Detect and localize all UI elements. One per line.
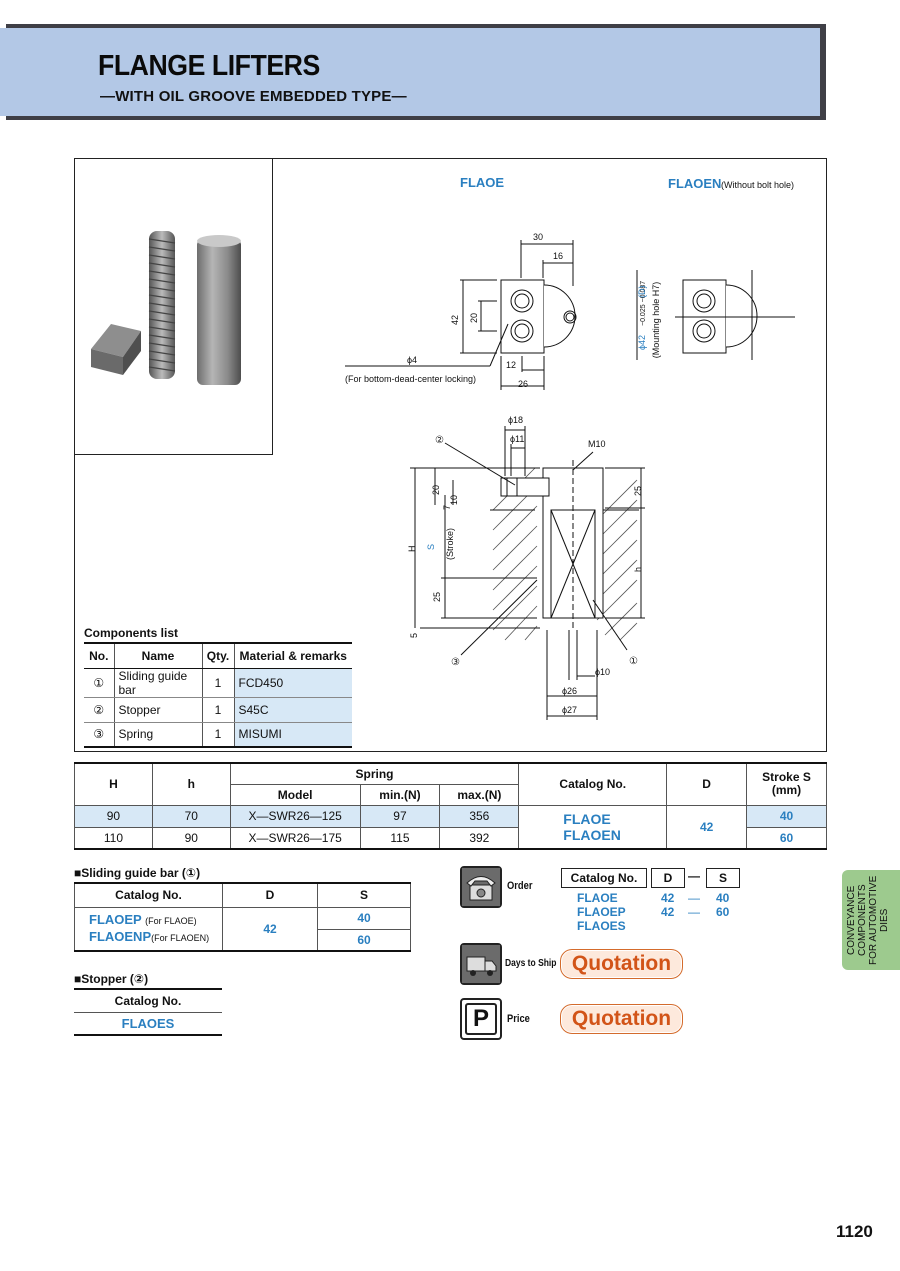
comp-header-name: Name: [114, 642, 203, 669]
callout-1: ①: [629, 656, 638, 667]
spec-header-catalog: Catalog No.: [518, 762, 668, 806]
order-row-1-cat: FLAOE: [577, 891, 618, 905]
header-band: [0, 28, 820, 116]
label-flaoen: FLAOEN: [668, 176, 721, 191]
spec-header-stroke: Stroke S(mm): [746, 762, 827, 806]
spec-table: H h Spring Catalog No. D Stroke S(mm) Mo…: [74, 762, 827, 850]
comp-header-qty: Qty.: [202, 642, 235, 669]
price-icon: P: [460, 998, 502, 1040]
order-row-2-dash: —: [688, 905, 700, 919]
order-row-2-cat: FLAOEP: [577, 905, 626, 919]
comp-header-material: Material & remarks: [234, 642, 352, 669]
dim-20: 20: [469, 313, 479, 323]
dim-25a: 25: [633, 486, 643, 496]
order-dash: —: [688, 869, 700, 883]
callout-3: ③: [451, 657, 460, 668]
order-row-1-dash: —: [688, 891, 700, 905]
mounting-D: (D): [637, 286, 647, 299]
note-bottom-dead-center: (For bottom-dead-center locking): [345, 374, 476, 384]
side-tab: [842, 870, 900, 970]
product-photo: [40, 159, 272, 454]
days-to-ship-quotation: Quotation: [560, 949, 683, 979]
dim-S: S: [426, 544, 436, 550]
mounting-dim: ϕ42: [637, 335, 647, 350]
spec-header-min: min.(N): [359, 783, 441, 806]
table-row: 110 90 X—SWR26—175 115 392 60: [74, 826, 827, 850]
table-row: ② Stopper 1 S45C: [84, 697, 352, 723]
phone-icon: [460, 866, 502, 908]
page-number: 1120: [836, 1222, 873, 1241]
dim-42: 42: [450, 315, 460, 325]
technical-drawing: FLAOE FLAOEN (Without bolt hole) 30 16 4…: [345, 175, 795, 720]
dim-phi10: ϕ10: [595, 667, 610, 677]
order-box-S: S: [706, 868, 740, 888]
dim-10: 10: [449, 495, 459, 505]
spec-catalog: FLAOE FLAOEN: [518, 804, 668, 850]
order-row-1-D: 42: [661, 891, 675, 905]
order-box-D: D: [651, 868, 685, 888]
spec-header-spring: Spring: [229, 762, 520, 785]
truck-icon: [460, 943, 502, 985]
order-row-3-cat: FLAOES: [577, 919, 626, 933]
dim-h: h: [633, 567, 643, 572]
dim-phi4: ϕ4: [407, 355, 417, 365]
spec-header-D: D: [666, 762, 748, 806]
order-box-catalog: Catalog No.: [561, 868, 647, 888]
mounting-hole-note: (Mounting hole H7): [651, 282, 661, 359]
label-flaoe: FLAOE: [460, 175, 504, 190]
dim-30: 30: [533, 232, 543, 242]
dim-7: 7: [442, 505, 452, 510]
dim-20b: 20: [431, 485, 441, 495]
dim-m10: M10: [588, 439, 606, 449]
dim-26: 26: [518, 379, 528, 389]
mounting-tol: −0.025 −0.087: [640, 281, 647, 326]
dim-phi18: ϕ18: [508, 415, 523, 425]
callout-2: ②: [435, 435, 444, 446]
dim-5: 5: [409, 633, 419, 638]
dim-H: H: [407, 546, 417, 553]
dim-phi11: ϕ11: [510, 434, 524, 444]
page-subtitle: —WITH OIL GROOVE EMBEDDED TYPE—: [100, 88, 407, 105]
spec-header-h: h: [151, 762, 231, 806]
table-row: ③ Spring 1 MISUMI: [84, 722, 352, 748]
table-row: 90 70 X—SWR26—125 97 356 FLAOE FLAOEN 42…: [74, 804, 827, 850]
comp-header-no: No.: [84, 642, 115, 669]
dim-stroke: (Stroke): [445, 528, 455, 560]
stopper-table: Catalog No. FLAOES: [74, 988, 222, 1036]
dim-16: 16: [553, 251, 563, 261]
guide-bar-title: ■Sliding guide bar (①): [74, 866, 201, 880]
product-photo-frame: [40, 158, 273, 455]
spec-header-H: H: [74, 762, 153, 806]
drawing-frame: [74, 158, 827, 752]
label-without-bolt: (Without bolt hole): [721, 180, 794, 190]
days-to-ship-label: Days to Ship: [505, 958, 557, 969]
dim-25b: 25: [432, 592, 442, 602]
stopper-title: ■Stopper (②): [74, 972, 149, 986]
spec-header-model: Model: [229, 783, 361, 806]
table-row: FLAOES: [74, 1012, 222, 1036]
dim-phi26: ϕ26: [562, 686, 577, 696]
order-row-1-S: 40: [716, 891, 730, 905]
table-row: ① Sliding guide bar 1 FCD450: [84, 668, 352, 698]
spec-D: 42: [666, 804, 748, 850]
price-label: Price: [507, 1013, 530, 1025]
dim-12: 12: [506, 360, 516, 370]
table-row: FLAOEP (For FLAOE) FLAOENP(For FLAOEN) 4…: [74, 906, 411, 952]
price-quotation: Quotation: [560, 1004, 683, 1034]
page-title: FLANGE LIFTERS: [98, 50, 320, 82]
components-table: No. Name Qty. Material & remarks ① Slidi…: [84, 642, 352, 748]
dim-phi27: ϕ27: [562, 705, 577, 715]
order-row-2-D: 42: [661, 905, 675, 919]
order-row-2-S: 60: [716, 905, 730, 919]
guide-bar-table: Catalog No. D S FLAOEP (For FLAOE) FLAOE…: [74, 882, 411, 952]
table-row: 60: [75, 928, 411, 952]
components-title: Components list: [84, 626, 179, 640]
spec-header-max: max.(N): [439, 783, 520, 806]
order-label: Order: [507, 880, 533, 892]
